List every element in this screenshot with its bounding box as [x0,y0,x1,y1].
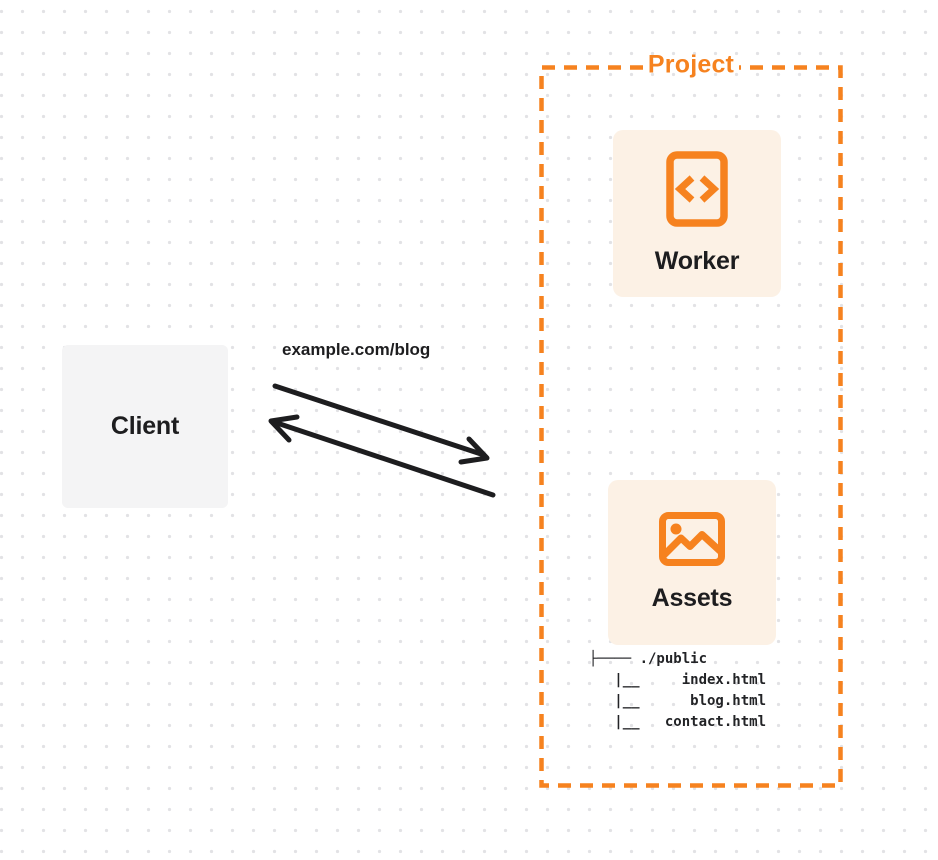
code-document-icon [666,151,728,227]
project-label: Project [647,50,735,79]
request-arrow [272,383,490,465]
assets-label: Assets [651,584,733,612]
response-arrow [268,414,496,498]
project-dashed-border [539,65,843,788]
client-node: Client [62,345,228,508]
client-label: Client [110,412,180,440]
assets-file-tree: ├──── ./public |__ index.html |__ blog.h… [589,651,767,730]
worker-node: Worker [613,130,781,297]
project-boundary: Project [539,51,843,788]
assets-node: Assets [608,480,776,645]
image-icon [659,512,725,566]
worker-label: Worker [654,247,740,275]
request-url-label: example.com/blog [282,340,431,359]
